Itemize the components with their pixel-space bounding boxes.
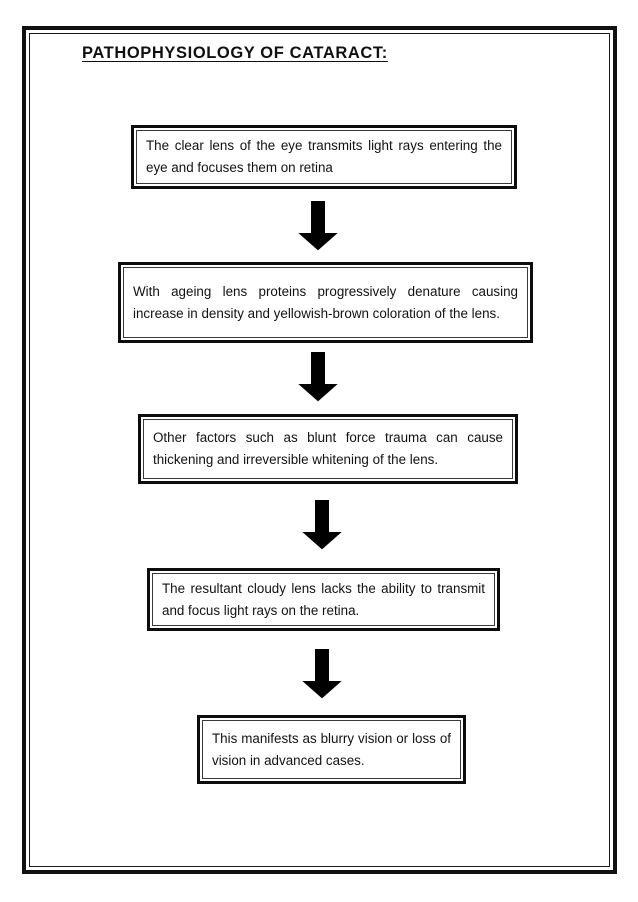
flowchart-node-inner-border: Other factors such as blunt force trauma… (143, 419, 513, 479)
down-arrow-icon (294, 496, 350, 554)
page-border-frame (22, 26, 617, 874)
down-arrow-icon (290, 348, 346, 406)
flowchart-node-step-4: The resultant cloudy lens lacks the abil… (147, 568, 500, 631)
flowchart-node-step-1: The clear lens of the eye transmits ligh… (131, 125, 517, 189)
flowchart-node-step-3: Other factors such as blunt force trauma… (138, 414, 518, 484)
flowchart-node-inner-border: With ageing lens proteins progressively … (123, 267, 528, 338)
flowchart-node-inner-border: The clear lens of the eye transmits ligh… (136, 130, 512, 184)
flowchart-node-text: This manifests as blurry vision or loss … (212, 730, 451, 768)
flowchart-node-inner-border: This manifests as blurry vision or loss … (202, 720, 461, 779)
flowchart-node-step-2: With ageing lens proteins progressively … (118, 262, 533, 343)
flowchart-node-text: Other factors such as blunt force trauma… (153, 430, 503, 467)
flowchart-node-text: The resultant cloudy lens lacks the abil… (162, 580, 485, 618)
page-title: PATHOPHYSIOLOGY OF CATARACT: (82, 44, 388, 62)
flowchart-node-text: The clear lens of the eye transmits ligh… (146, 138, 502, 175)
flowchart-node-inner-border: The resultant cloudy lens lacks the abil… (152, 573, 495, 626)
flowchart-node-text: With ageing lens proteins progressively … (133, 283, 518, 321)
down-arrow-icon (294, 645, 350, 703)
down-arrow-icon (290, 197, 346, 255)
flowchart-node-step-5: This manifests as blurry vision or loss … (197, 715, 466, 784)
